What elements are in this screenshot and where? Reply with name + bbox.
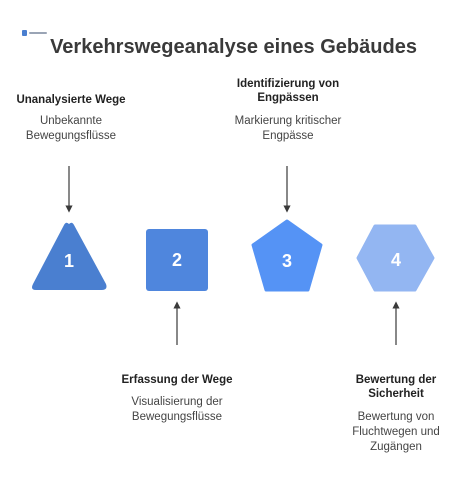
- step-2-square: 2: [146, 229, 208, 291]
- step-1-title: Unanalysierte Wege: [16, 94, 126, 106]
- step-1-description: Unbekannte Bewegungsflüsse: [25, 115, 117, 142]
- step-2-shape: [146, 229, 208, 291]
- step-3-shape: [251, 219, 323, 292]
- step-1-triangle: 1: [32, 222, 107, 290]
- step-4-shape: [356, 224, 435, 292]
- step-1-shape: [32, 222, 107, 290]
- logo-icon: [22, 30, 47, 36]
- step-1-number: 1: [64, 251, 74, 271]
- step-4-description: Bewertung von Fluchtwegen und Zugängen: [352, 411, 440, 453]
- step-3-description: Markierung kritischer Engpässe: [234, 115, 342, 142]
- step-4-title: Bewertung der Sicherheit: [355, 374, 437, 400]
- step-2-title: Erfassung der Wege: [121, 374, 233, 386]
- step-4-hexagon: 4: [356, 224, 435, 292]
- step-3-pentagon: 3: [251, 219, 323, 292]
- step-3-title: Identifizierung von Engpässen: [236, 78, 340, 104]
- step-2-number: 2: [172, 250, 182, 270]
- page-title: Verkehrswegeanalyse eines Gebäudes: [50, 36, 417, 58]
- step-4-number: 4: [391, 250, 401, 270]
- step-3-number: 3: [282, 251, 292, 271]
- step-2-description: Visualisierung der Bewegungsflüsse: [131, 396, 223, 423]
